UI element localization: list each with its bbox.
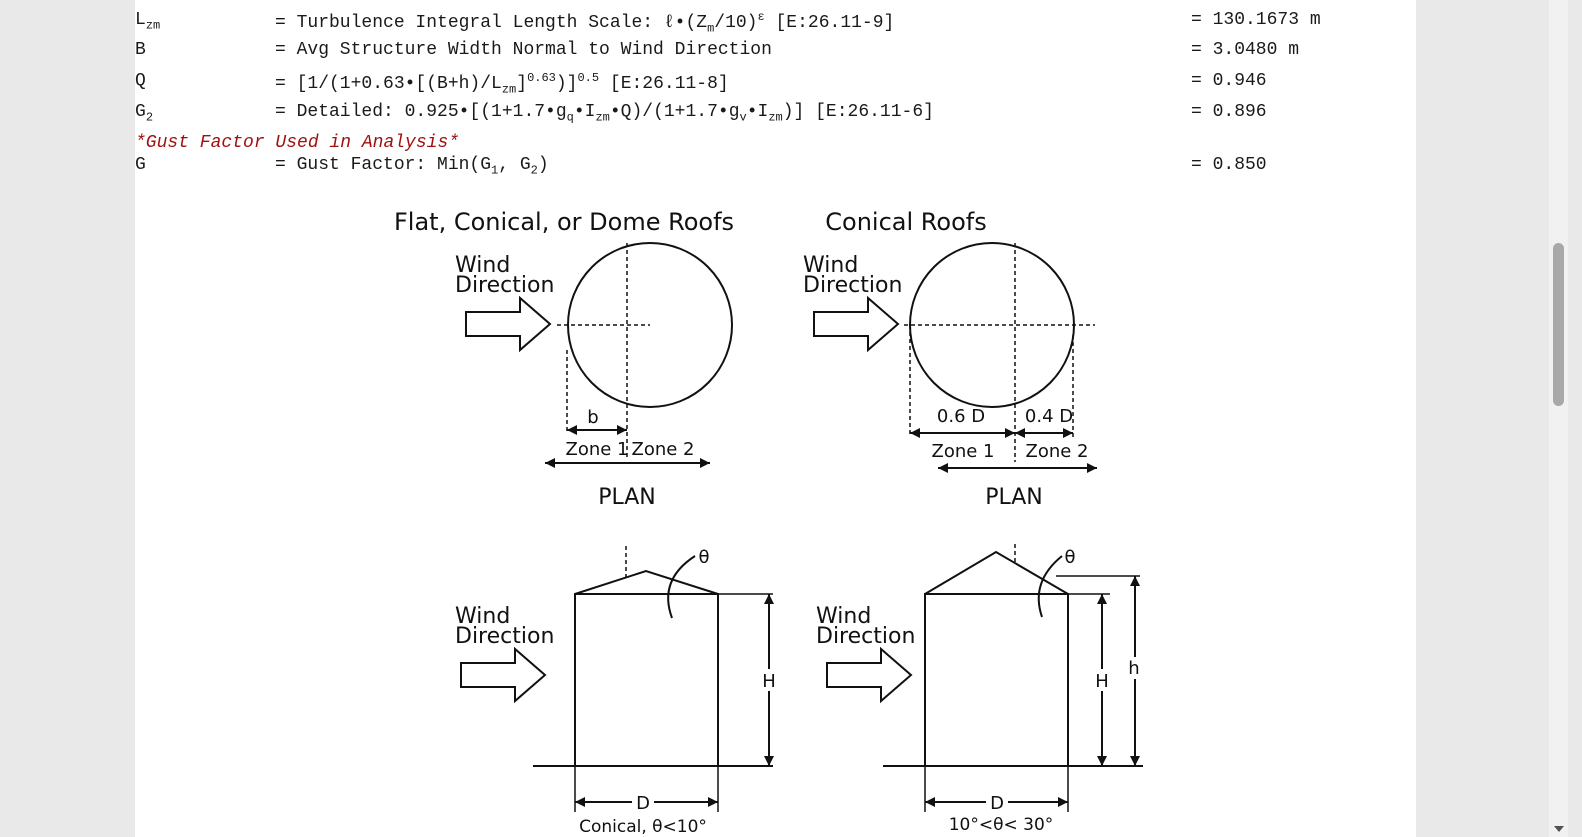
dim-04d-label: 0.4 D	[1025, 406, 1073, 427]
row-b: B = Avg Structure Width Normal to Wind D…	[135, 40, 1416, 66]
wind-label-word1: Wind	[455, 253, 510, 278]
row-g2: G2 = Detailed: 0.925•[(1+1.7•gq•Izm•Q)/(…	[135, 102, 1416, 128]
vertical-scrollbar[interactable]	[1549, 0, 1568, 837]
plan-label: PLAN	[598, 485, 656, 510]
tank-body	[574, 593, 719, 767]
wind-label-word1: Wind	[803, 253, 858, 278]
dim-big-h-label: H	[1095, 671, 1109, 692]
plan-left-title: Flat, Conical, or Dome Roofs	[394, 208, 734, 236]
dim-d-label: D	[990, 793, 1004, 814]
wind-arrow-icon	[460, 646, 547, 704]
dim-small-h-label: h	[1128, 658, 1139, 679]
elevation-left-caption: Conical, θ<10°	[579, 817, 707, 837]
scrollbar-thumb[interactable]	[1553, 243, 1564, 406]
tank-body	[924, 593, 1069, 767]
dim-06d-label: 0.6 D	[937, 406, 985, 427]
zone1-label: Zone 1	[566, 439, 629, 460]
equation-g2: = Detailed: 0.925•[(1+1.7•gq•Izm•Q)/(1+1…	[275, 102, 934, 125]
wind-label-word2: Direction	[816, 624, 915, 649]
wind-arrow-icon	[465, 295, 552, 353]
plan-left	[465, 242, 733, 468]
result-lzm: = 130.1673 m	[1191, 10, 1321, 30]
elevation-left	[460, 546, 774, 812]
row-g: G = Gust Factor: Min(G1, G2) = 0.850	[135, 155, 1416, 181]
equation-b: = Avg Structure Width Normal to Wind Dir…	[275, 40, 772, 60]
wind-label-word2: Direction	[455, 273, 554, 298]
zone2-label: Zone 2	[632, 439, 695, 460]
window-edge	[1568, 0, 1582, 837]
plan-label: PLAN	[985, 485, 1043, 510]
dim-b-label: b	[587, 407, 598, 428]
symbol-q: Q	[135, 71, 146, 91]
wind-arrow-icon	[826, 646, 913, 704]
theta-label: θ	[698, 547, 709, 568]
result-b: = 3.0480 m	[1191, 40, 1300, 60]
theta-leader	[1037, 555, 1063, 618]
calculation-sheet: Lzm = Turbulence Integral Length Scale: …	[135, 0, 1416, 837]
row-q: Q = [1/(1+0.63•[(B+h)/Lzm]0.63)]0.5 [E:2…	[135, 71, 1416, 97]
result-g: = 0.850	[1191, 155, 1267, 175]
wind-label-word2: Direction	[803, 273, 902, 298]
plan-right-title: Conical Roofs	[825, 208, 986, 236]
dim-big-h-label: H	[762, 671, 776, 692]
roof-profile	[924, 550, 1069, 595]
result-q: = 0.946	[1191, 71, 1267, 91]
gust-factor-note: *Gust Factor Used in Analysis*	[135, 133, 460, 153]
elevation-right-caption: 10°<θ< 30°	[949, 815, 1054, 835]
roof-zone-figure: Flat, Conical, or Dome Roofs Conical Roo…	[394, 208, 1144, 837]
equation-q: = [1/(1+0.63•[(B+h)/Lzm]0.63)]0.5 [E:26.…	[275, 71, 729, 97]
scroll-down-arrow-icon[interactable]	[1554, 826, 1564, 832]
theta-leader	[667, 555, 696, 619]
zone1-label: Zone 1	[932, 441, 995, 462]
wind-arrow-icon	[813, 295, 900, 353]
roof-profile	[574, 569, 719, 595]
wind-label-word2: Direction	[455, 624, 554, 649]
dim-d-label: D	[636, 793, 650, 814]
theta-label: θ	[1064, 547, 1075, 568]
equation-g: = Gust Factor: Min(G1, G2)	[275, 155, 549, 178]
symbol-g: G	[135, 155, 146, 175]
wind-label-word1: Wind	[816, 604, 871, 629]
equation-lzm: = Turbulence Integral Length Scale: ℓ•(Z…	[275, 10, 895, 36]
plan-right	[813, 242, 1097, 473]
symbol-lzm: Lzm	[135, 10, 161, 33]
result-g2: = 0.896	[1191, 102, 1267, 122]
symbol-g2: G2	[135, 102, 154, 125]
wind-label-word1: Wind	[455, 604, 510, 629]
zone2-label: Zone 2	[1026, 441, 1089, 462]
row-lzm: Lzm = Turbulence Integral Length Scale: …	[135, 10, 1416, 36]
symbol-b: B	[135, 40, 146, 60]
